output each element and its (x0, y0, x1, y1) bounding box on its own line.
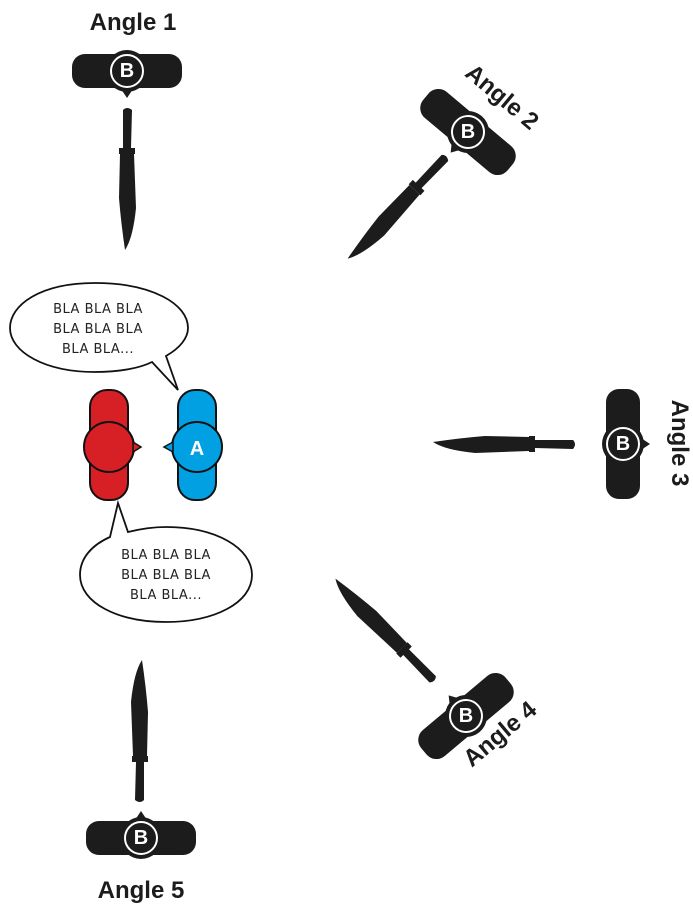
angle-1-label: Angle 1 (90, 9, 177, 36)
speech-bottom-line-3: BLA BLA... (130, 588, 202, 603)
person-red (84, 390, 141, 500)
speech-top-line-2: BLA BLA BLA (53, 322, 143, 337)
angle-2-group: Angle 2 B (343, 59, 543, 266)
angle-5-group: Angle 5 B (86, 660, 196, 904)
knife-angle-4 (328, 574, 440, 686)
knife-angle-1 (119, 108, 136, 250)
speech-bottom-line-1: BLA BLA BLA (121, 548, 211, 563)
knife-angle-5 (131, 660, 148, 802)
speech-bottom-line-2: BLA BLA BLA (121, 568, 211, 583)
speech-bubble-bottom: BLA BLA BLA BLA BLA BLA BLA BLA... (80, 503, 252, 622)
speech-top-line-3: BLA BLA... (62, 342, 134, 357)
angle-3-label: Angle 3 (666, 400, 693, 487)
angle-4-group: Angle 4 B (328, 574, 543, 772)
speech-top-line-1: BLA BLA BLA (53, 302, 143, 317)
knife-angle-3 (433, 436, 575, 453)
angle-3-group: Angle 3 B (433, 389, 693, 499)
speech-bubble-top: BLA BLA BLA BLA BLA BLA BLA BLA... (10, 283, 188, 390)
knife-angle-2 (343, 151, 452, 266)
person-b-letter-angle-1: B (120, 60, 134, 82)
person-b-letter-angle-4: B (459, 705, 473, 727)
person-a-letter: A (190, 438, 204, 460)
person-b-letter-angle-3: B (616, 433, 630, 455)
person-b-letter-angle-2: B (461, 121, 475, 143)
angle-5-label: Angle 5 (98, 877, 185, 904)
person-b-letter-angle-5: B (134, 827, 148, 849)
angle-1-group: Angle 1 B (72, 9, 182, 250)
